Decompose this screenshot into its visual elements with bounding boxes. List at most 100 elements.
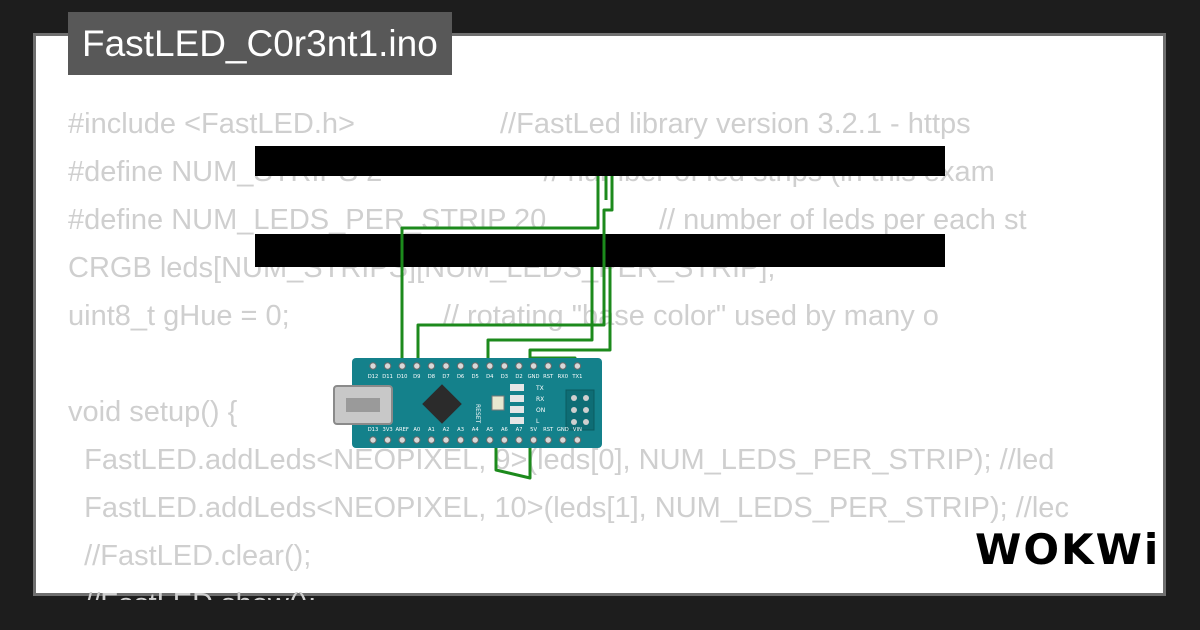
pin-label: A7	[516, 427, 523, 433]
wire-d10-strip[interactable]	[400, 176, 600, 366]
pin-3v3[interactable]	[383, 436, 392, 444]
pin-label: A6	[501, 427, 508, 433]
pin-label: TX1	[571, 374, 582, 380]
wire-d9-strip[interactable]	[416, 176, 614, 366]
pin-d13[interactable]	[369, 436, 377, 444]
pin-label: RST	[543, 374, 554, 380]
pin-a6[interactable]	[500, 436, 509, 444]
pin-a3[interactable]	[456, 436, 465, 444]
pin-label: GND	[557, 427, 569, 433]
pin-label: D7	[442, 374, 449, 380]
pin-label: A4	[472, 427, 480, 433]
pin-label: D3	[501, 374, 508, 380]
pin-label: D5	[472, 374, 479, 380]
pin-gnd[interactable]	[529, 362, 538, 370]
l-label: L	[536, 418, 540, 425]
code-line: #define NUM_LEDS_PER_STRIP 20 // number …	[68, 204, 1027, 236]
code-line: //FastLED.clear();	[68, 540, 312, 572]
reset-label: RESET	[474, 404, 481, 424]
pin-label: 5V	[530, 427, 537, 433]
on-label: ON	[536, 407, 545, 414]
pin-d10[interactable]	[398, 362, 406, 370]
l-led	[510, 417, 524, 424]
pin-a0[interactable]	[413, 436, 421, 444]
code-line: FastLED.addLeds<NEOPIXEL, 10>(leds[1], N…	[68, 492, 1069, 524]
pin-tx1[interactable]	[573, 362, 582, 370]
pin-d7[interactable]	[442, 362, 450, 370]
pin-d3[interactable]	[500, 362, 509, 370]
tx-label: TX	[535, 385, 544, 392]
code-line: //FastLED.show();	[68, 580, 316, 600]
pin-d8[interactable]	[427, 362, 436, 370]
pin-a5[interactable]	[486, 436, 494, 444]
rx-led	[510, 395, 524, 402]
code-line: #include <FastLED.h> //FastLed library v…	[68, 108, 971, 140]
pin-d12[interactable]	[369, 362, 377, 370]
pin-d4[interactable]	[486, 362, 494, 370]
top-header-pins	[369, 362, 582, 370]
pin-label: A2	[443, 427, 450, 433]
mcu-chip	[422, 384, 462, 424]
pin-label: GND	[528, 374, 540, 380]
pin-a7[interactable]	[515, 436, 523, 444]
pin-label: D2	[515, 374, 522, 380]
pin-label: D6	[457, 374, 464, 380]
pin-label: D9	[413, 374, 420, 380]
pin-d11[interactable]	[383, 362, 392, 370]
pin-label: AREF	[395, 427, 408, 433]
on-led	[510, 406, 524, 413]
pin-d6[interactable]	[456, 362, 465, 370]
pin-label: D8	[428, 374, 435, 380]
code-line: FastLED.addLeds<NEOPIXEL, 9>(leds[0], NU…	[68, 444, 1055, 476]
pin-label: 3V3	[383, 427, 393, 433]
led-strip-top[interactable]	[255, 146, 945, 176]
reset-button[interactable]	[491, 395, 505, 411]
icsp-header	[565, 389, 595, 431]
pin-label: D12	[368, 374, 379, 380]
code-background: #include <FastLED.h> //FastLed library v…	[68, 100, 1133, 600]
pin-d2[interactable]	[515, 362, 523, 370]
pin-label: A0	[413, 427, 420, 433]
pin-rx0[interactable]	[559, 362, 567, 370]
project-card	[33, 33, 1166, 596]
pin-a2[interactable]	[442, 436, 450, 444]
pin-label: A1	[428, 427, 435, 433]
pin-d5[interactable]	[471, 362, 479, 370]
wire-5v-loop[interactable]	[494, 440, 532, 480]
bottom-header-pins	[369, 436, 582, 444]
project-title[interactable]: FastLED_C0r3nt1.ino	[68, 12, 452, 75]
icsp-pins	[571, 395, 589, 425]
pin-label: D13	[368, 427, 379, 433]
pcb	[352, 358, 602, 448]
rx-label: RX	[536, 396, 544, 403]
pin-5v[interactable]	[529, 436, 538, 444]
code-line: uint8_t gHue = 0; // rotating "base colo…	[68, 300, 939, 332]
pin-label: RX0	[558, 374, 568, 380]
pin-a1[interactable]	[427, 436, 436, 444]
pin-label: D11	[382, 374, 393, 380]
pin-gnd[interactable]	[559, 436, 567, 444]
tx-led	[510, 384, 524, 391]
pin-label: A5	[486, 427, 493, 433]
wire-gnd-strip[interactable]	[528, 267, 612, 366]
pin-a4[interactable]	[471, 436, 479, 444]
pin-label: A3	[457, 427, 464, 433]
pin-label: VIN	[573, 427, 582, 433]
pin-d9[interactable]	[413, 362, 421, 370]
led-strip-bottom[interactable]	[255, 234, 945, 267]
pin-label: D10	[397, 374, 408, 380]
code-line: void setup() {	[68, 396, 238, 428]
usb-port	[346, 398, 380, 412]
pin-label: RST	[543, 427, 554, 433]
pin-rst[interactable]	[544, 436, 552, 444]
wokwi-logo: WOKWi	[975, 525, 1161, 574]
pin-label: D4	[486, 374, 494, 380]
pin-aref[interactable]	[398, 436, 406, 444]
pin-vin[interactable]	[573, 436, 582, 444]
pin-rst[interactable]	[544, 362, 552, 370]
